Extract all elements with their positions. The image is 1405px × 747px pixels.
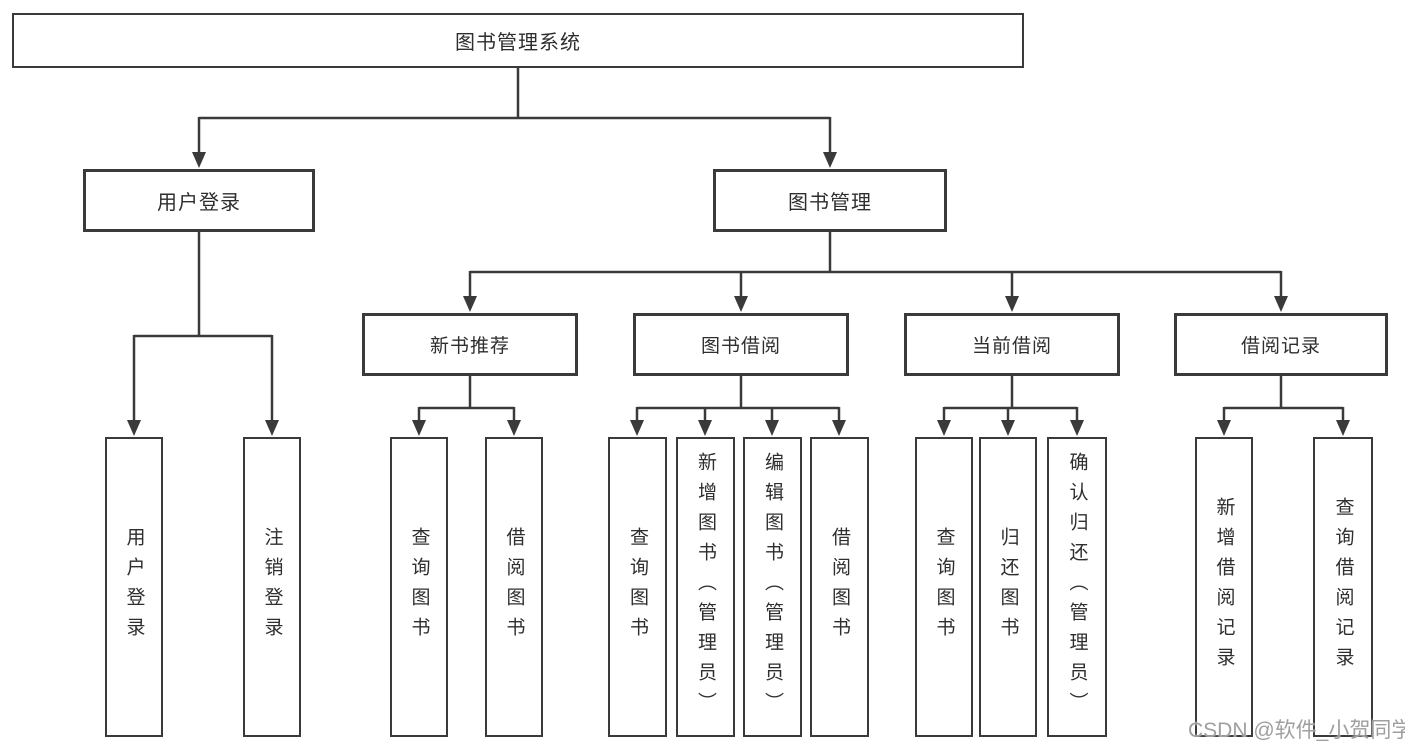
leaf-query-borrow-record-label: 查询借阅记录	[1332, 497, 1354, 677]
leaf-return-books: 归还图书	[979, 437, 1037, 737]
leaf-borrow-books-recommend: 借阅图书	[485, 437, 543, 737]
leaf-query-borrow-record: 查询借阅记录	[1313, 437, 1373, 737]
branch-borrowing-records-to-leaves	[1217, 376, 1350, 436]
leaf-borrow-books-label: 借阅图书	[829, 527, 850, 647]
node-book-borrowing: 图书借阅	[633, 313, 849, 376]
leaf-borrow-books-recommend-label: 借阅图书	[503, 527, 525, 647]
node-borrowing-records: 借阅记录	[1174, 313, 1388, 376]
node-user-login-label: 用户登录	[157, 192, 241, 214]
leaf-add-borrow-record-label: 新增借阅记录	[1213, 497, 1235, 677]
leaf-logout: 注销登录	[243, 437, 301, 737]
leaf-add-books-admin-label: 新增图书（管理员）	[695, 452, 716, 722]
leaf-add-books-admin: 新增图书（管理员）	[676, 437, 735, 737]
leaf-confirm-return-admin-label: 确认归还（管理员）	[1066, 452, 1088, 722]
node-current-borrowing-label: 当前借阅	[971, 336, 1052, 357]
node-book-borrowing-label: 图书借阅	[700, 336, 781, 357]
node-current-borrowing: 当前借阅	[904, 313, 1120, 376]
branch-new-book-recommend-to-leaves	[412, 376, 521, 436]
node-new-book-recommend: 新书推荐	[362, 313, 578, 376]
leaf-query-books-borrowing-label: 查询图书	[627, 527, 648, 647]
leaf-borrow-books: 借阅图书	[810, 437, 869, 737]
leaf-logout-label: 注销登录	[261, 527, 283, 647]
node-borrowing-records-label: 借阅记录	[1240, 336, 1321, 357]
node-book-management: 图书管理	[713, 169, 947, 232]
csdn-watermark: CSDN @软件_小贺同学	[1188, 719, 1405, 742]
node-book-management-label: 图书管理	[788, 192, 872, 214]
leaf-query-books-recommend: 查询图书	[390, 437, 448, 737]
node-library-system: 图书管理系统	[12, 13, 1024, 68]
leaf-query-books-recommend-label: 查询图书	[408, 527, 430, 647]
leaf-return-books-label: 归还图书	[997, 527, 1019, 647]
node-user-login: 用户登录	[83, 169, 315, 232]
leaf-edit-books-admin: 编辑图书（管理员）	[743, 437, 802, 737]
leaf-edit-books-admin-label: 编辑图书（管理员）	[762, 452, 783, 722]
branch-book-borrowing-to-leaves	[630, 376, 846, 436]
node-new-book-recommend-label: 新书推荐	[429, 336, 510, 357]
branch-current-borrowing-to-leaves	[937, 376, 1084, 436]
leaf-confirm-return-admin: 确认归还（管理员）	[1047, 437, 1107, 737]
leaf-query-books-borrowing: 查询图书	[608, 437, 667, 737]
node-library-system-label: 图书管理系统	[455, 32, 581, 54]
branch-book-management-to-level3	[463, 232, 1288, 312]
leaf-user-login-label: 用户登录	[123, 527, 145, 647]
leaf-query-books-current: 查询图书	[915, 437, 973, 737]
leaf-add-borrow-record: 新增借阅记录	[1195, 437, 1253, 737]
leaf-user-login: 用户登录	[105, 437, 163, 737]
branch-root-to-level2	[192, 68, 837, 168]
leaf-query-books-current-label: 查询图书	[933, 527, 955, 647]
branch-user-login-to-leaves	[127, 232, 279, 436]
